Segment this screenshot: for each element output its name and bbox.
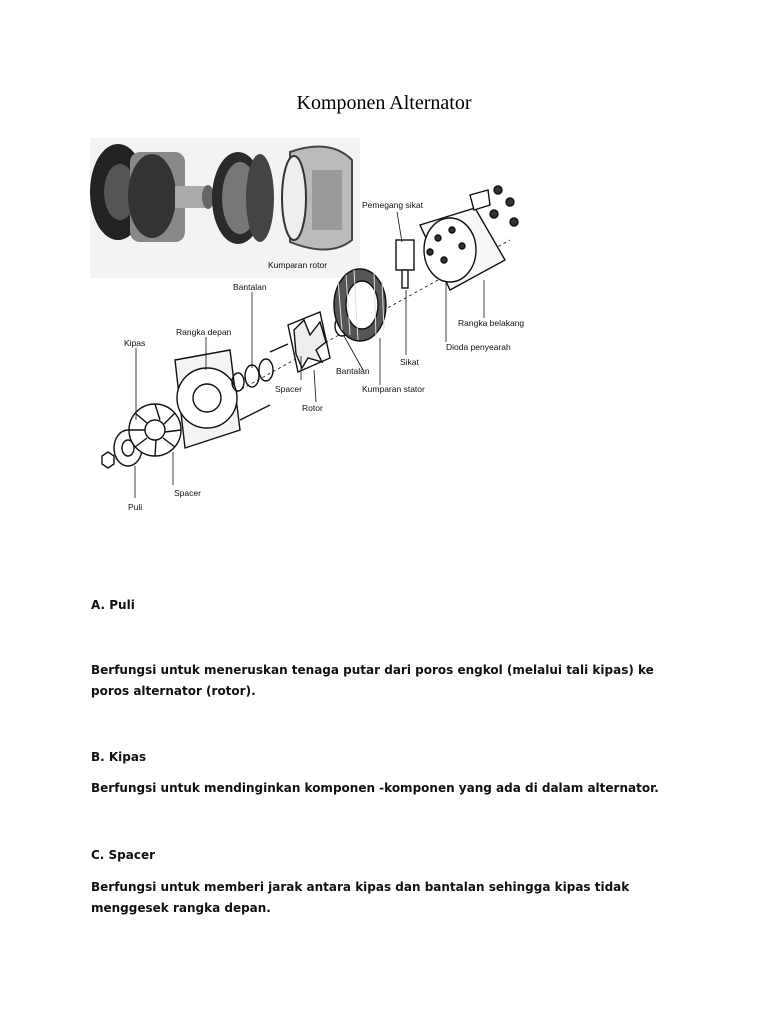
pemegang-sikat-part — [395, 239, 415, 289]
label-rangka-belakang: Rangka belakang — [458, 318, 524, 328]
section-heading-kipas: B. Kipas — [91, 750, 147, 764]
label-rangka-depan: Rangka depan — [176, 327, 232, 337]
rotor-part — [269, 311, 331, 373]
alternator-photo — [90, 138, 360, 278]
label-kipas: Kipas — [124, 338, 145, 348]
label-spacer-bottom: Spacer — [174, 488, 201, 498]
rangka-belakang-part — [419, 207, 506, 291]
section-text-puli: Berfungsi untuk meneruskan tenaga putar … — [91, 663, 654, 698]
label-kumparan-stator: Kumparan stator — [362, 384, 425, 394]
section-text-spacer: Berfungsi untuk memberi jarak antara kip… — [91, 880, 630, 915]
kipas-part — [128, 403, 182, 457]
label-bantalan-top: Bantalan — [233, 282, 267, 292]
label-sikat: Sikat — [400, 357, 420, 367]
section-heading-puli: A. Puli — [91, 598, 135, 612]
page-title: Komponen Alternator — [296, 92, 472, 114]
label-kumparan-rotor: Kumparan rotor — [268, 260, 327, 270]
rangka-depan-part — [174, 349, 271, 449]
stator-part — [333, 268, 387, 342]
label-puli: Puli — [128, 502, 142, 512]
label-pemegang-sikat: Pemegang sikat — [362, 200, 424, 210]
label-dioda-penyearah: Dioda penyearah — [446, 342, 511, 352]
section-text-kipas: Berfungsi untuk mendinginkan komponen -k… — [91, 781, 659, 795]
section-heading-spacer: C. Spacer — [91, 848, 156, 862]
label-bantalan-mid: Bantalan — [336, 366, 370, 376]
exploded-drawing — [101, 185, 519, 498]
alternator-diagram: Kumparan rotor Pemegang sikat Bantalan R… — [90, 130, 530, 515]
alternator-exploded-view: Kumparan rotor Pemegang sikat Bantalan R… — [90, 138, 524, 512]
label-rotor: Rotor — [302, 403, 323, 413]
label-spacer-mid: Spacer — [275, 384, 302, 394]
